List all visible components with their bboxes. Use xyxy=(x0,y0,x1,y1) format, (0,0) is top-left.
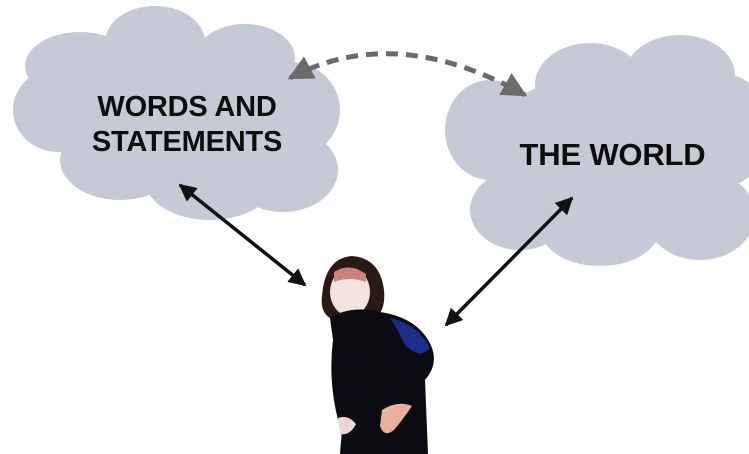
cloud-label-line-1: WORDS AND xyxy=(62,90,312,125)
person-figure-icon xyxy=(322,256,434,454)
cloud-label-the-world: THE WORLD xyxy=(500,137,725,173)
cloud-label-line-2: STATEMENTS xyxy=(62,125,312,160)
cloud-label-words-and-statements: WORDS AND STATEMENTS xyxy=(62,90,312,160)
